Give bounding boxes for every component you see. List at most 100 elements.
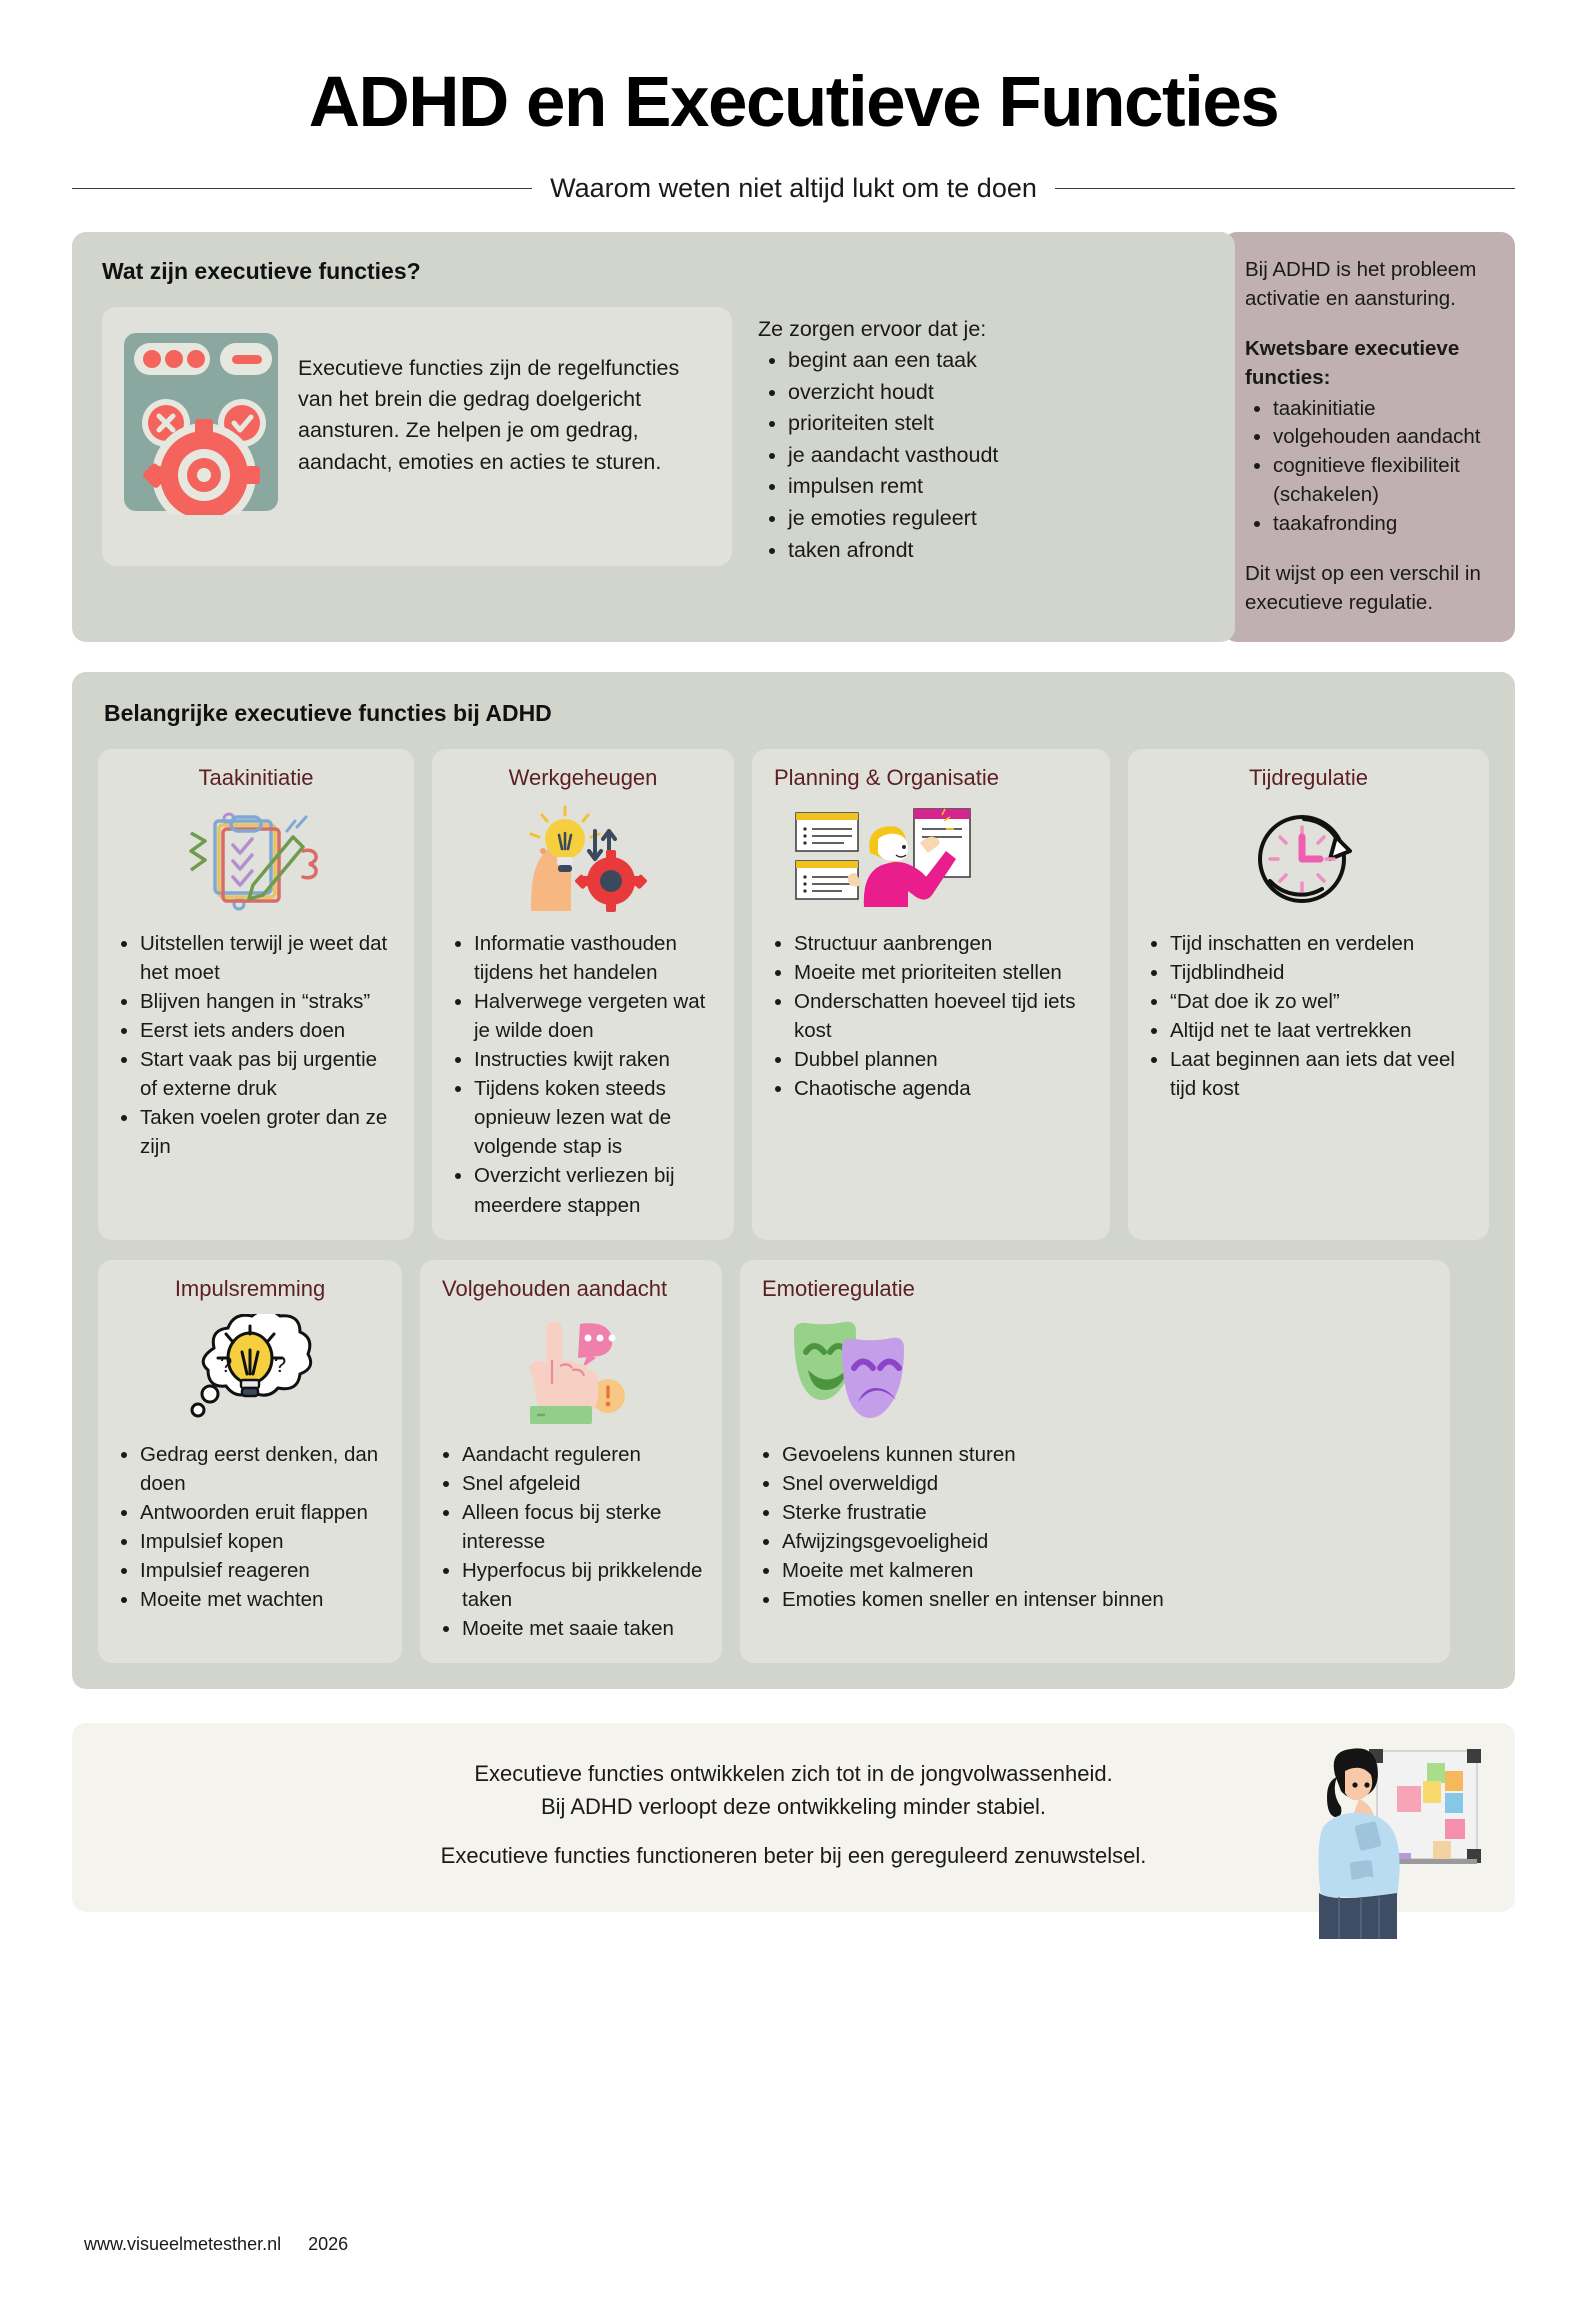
- card-planning-organisatie: Planning & Organisatie: [752, 748, 1110, 1240]
- functions-grid-row-1: Taakinitiatie: [98, 748, 1489, 1240]
- card-bullets: Aandacht reguleren Snel afgeleid Alleen …: [462, 1440, 706, 1644]
- thinking-person-whiteboard-icon: [1305, 1741, 1485, 1946]
- list-item: Start vaak pas bij urgentie of externe d…: [140, 1045, 398, 1103]
- list-item: overzicht houdt: [788, 377, 998, 409]
- list-item: Chaotische agenda: [794, 1074, 1094, 1103]
- footer-panel: Executieve functies ontwikkelen zich tot…: [72, 1723, 1515, 1940]
- website-url[interactable]: www.visueelmetesther.nl: [84, 2234, 282, 2254]
- card-bullets: Informatie vasthouden tijdens het handel…: [474, 929, 718, 1220]
- person-planning-boards-icon: [768, 803, 1094, 915]
- list-item: Moeite met saaie taken: [462, 1614, 706, 1643]
- list-item: Gevoelens kunnen sturen: [782, 1440, 1434, 1469]
- list-item: Laat beginnen aan iets dat veel tijd kos…: [1170, 1045, 1473, 1103]
- list-item: Dubbel plannen: [794, 1045, 1094, 1074]
- list-item: Tijd inschatten en verdelen: [1170, 929, 1473, 958]
- list-item: Alleen focus bij sterke interesse: [462, 1498, 706, 1556]
- intro-panel: Wat zijn executieve functies?: [72, 232, 1235, 642]
- clock-arrow-icon: [1144, 803, 1473, 915]
- definition-text: Executieve functies zijn de regelfunctie…: [298, 356, 680, 474]
- list-item: impulsen remt: [788, 471, 998, 503]
- card-bullets: Gevoelens kunnen sturen Snel overweldigd…: [782, 1440, 1434, 1615]
- card-title: Emotieregulatie: [762, 1275, 915, 1301]
- list-item: Gedrag eerst denken, dan doen: [140, 1440, 386, 1498]
- hand-pointing-finger-icon: [436, 1314, 706, 1426]
- card-bullets: Gedrag eerst denken, dan doen Antwoorden…: [140, 1440, 386, 1615]
- functions-list-block: Ze zorgen ervoor dat je: begint aan een …: [758, 307, 998, 566]
- list-item: je aandacht vasthoudt: [788, 440, 998, 472]
- intro-panel-title: Wat zijn executieve functies?: [102, 258, 421, 284]
- card-title: Impulsremming: [174, 1275, 326, 1301]
- list-item: Uitstellen terwijl je weet dat het moet: [140, 929, 398, 987]
- list-item: Snel overweldigd: [782, 1469, 1434, 1498]
- browser-gear-icon: [120, 325, 282, 531]
- card-bullets: Uitstellen terwijl je weet dat het moet …: [140, 929, 398, 1162]
- adhd-vulnerable-list: taakinitiatie volgehouden aandacht cogni…: [1273, 395, 1493, 538]
- card-taakinitiatie: Taakinitiatie: [98, 748, 414, 1240]
- list-item: Overzicht verliezen bij meerdere stappen: [474, 1161, 718, 1219]
- list-item: Altijd net te laat vertrekken: [1170, 1016, 1473, 1045]
- definition-card: Executieve functies zijn de regelfunctie…: [102, 307, 732, 567]
- list-item: Sterke frustratie: [782, 1498, 1434, 1527]
- card-title: Volgehouden aandacht: [442, 1275, 668, 1301]
- footer-line-3: Executieve functies functioneren beter b…: [440, 1843, 1147, 1869]
- head-lightbulb-gear-icon: [448, 803, 718, 915]
- list-item: Impulsief reageren: [140, 1556, 386, 1585]
- list-item: cognitieve flexibiliteit (schakelen): [1273, 452, 1493, 509]
- year: 2026: [308, 2234, 349, 2254]
- list-item: “Dat doe ik zo wel”: [1170, 987, 1473, 1016]
- list-item: je emoties reguleert: [788, 503, 998, 535]
- card-bullets: Structuur aanbrengen Moeite met priorite…: [794, 929, 1094, 1104]
- list-item: Eerst iets anders doen: [140, 1016, 398, 1045]
- list-item: Snel afgeleid: [462, 1469, 706, 1498]
- svg-text:?: ?: [274, 1352, 286, 1377]
- functions-list-lead: Ze zorgen ervoor dat je:: [758, 317, 987, 341]
- adhd-outro-text: Dit wijst op een verschil in executieve …: [1245, 562, 1481, 614]
- list-item: prioriteiten stelt: [788, 408, 998, 440]
- list-item: Halverwege vergeten wat je wilde doen: [474, 987, 718, 1045]
- card-emotieregulatie: Emotieregulatie Gevoelens kunnen sturen …: [740, 1259, 1450, 1664]
- list-item: volgehouden aandacht: [1273, 423, 1493, 452]
- functions-section: Belangrijke executieve functies bij ADHD…: [72, 671, 1515, 1690]
- thought-bubble-lightbulb-icon: ? ?: [114, 1313, 386, 1426]
- functions-section-title: Belangrijke executieve functies bij ADHD: [104, 699, 552, 726]
- list-item: taakinitiatie: [1273, 395, 1493, 424]
- functions-grid-row-2: Impulsremming ? ?: [98, 1259, 1489, 1664]
- list-item: Impulsief kopen: [140, 1527, 386, 1556]
- card-title: Planning & Organisatie: [774, 764, 1000, 790]
- list-item: taken afrondt: [788, 535, 998, 567]
- card-impulsremming: Impulsremming ? ?: [98, 1259, 402, 1664]
- adhd-intro-text: Bij ADHD is het probleem activatie en aa…: [1245, 258, 1477, 310]
- rule-right: [1054, 188, 1515, 189]
- list-item: Moeite met wachten: [140, 1585, 386, 1614]
- list-item: taakafronding: [1273, 510, 1493, 539]
- card-werkgeheugen: Werkgeheugen: [432, 748, 734, 1240]
- list-item: Moeite met kalmeren: [782, 1556, 1434, 1585]
- list-item: Hyperfocus bij prikkelende taken: [462, 1556, 706, 1614]
- list-item: Antwoorden eruit flappen: [140, 1498, 386, 1527]
- list-item: Tijdens koken steeds opnieuw lezen wat d…: [474, 1074, 718, 1161]
- card-title: Taakinitiatie: [198, 764, 314, 790]
- clipboard-checklist-pencil-icon: [114, 803, 398, 915]
- footer-line-1: Executieve functies ontwikkelen zich tot…: [474, 1761, 1113, 1787]
- theatre-masks-icon: [756, 1314, 1434, 1426]
- page-title: ADHD en Executieve Functies: [308, 63, 1280, 142]
- rule-left: [72, 188, 533, 189]
- list-item: Structuur aanbrengen: [794, 929, 1094, 958]
- card-title: Tijdregulatie: [1248, 764, 1369, 790]
- list-item: Informatie vasthouden tijdens het handel…: [474, 929, 718, 987]
- list-item: Blijven hangen in “straks”: [140, 987, 398, 1016]
- svg-text:?: ?: [220, 1352, 232, 1377]
- list-item: Moeite met prioriteiten stellen: [794, 958, 1094, 987]
- footer-line-2: Bij ADHD verloopt deze ontwikkeling mind…: [540, 1794, 1046, 1820]
- list-item: Tijdblindheid: [1170, 958, 1473, 987]
- list-item: Afwijzingsgevoeligheid: [782, 1527, 1434, 1556]
- list-item: Emoties komen sneller en intenser binnen: [782, 1585, 1434, 1614]
- adhd-subheading: Kwetsbare executieve functies:: [1245, 337, 1460, 390]
- list-item: Onderschatten hoeveel tijd iets kost: [794, 987, 1094, 1045]
- subtitle-row: Waarom weten niet altijd lukt om te doen: [72, 173, 1515, 204]
- page-subtitle: Waarom weten niet altijd lukt om te doen: [550, 173, 1037, 203]
- list-item: Aandacht reguleren: [462, 1440, 706, 1469]
- card-volgehouden-aandacht: Volgehouden aandacht Aandacht reguleren: [420, 1259, 722, 1664]
- list-item: Taken voelen groter dan ze zijn: [140, 1103, 398, 1161]
- list-item: Instructies kwijt raken: [474, 1045, 718, 1074]
